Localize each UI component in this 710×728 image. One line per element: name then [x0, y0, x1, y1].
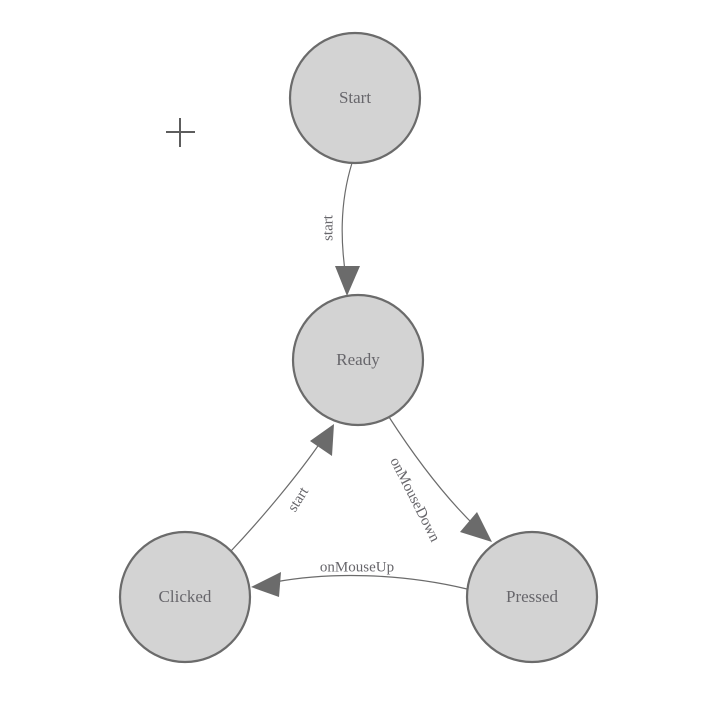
node-clicked[interactable]: Clicked	[118, 530, 252, 664]
node-pressed-label: Pressed	[506, 587, 558, 606]
edge-start-to-ready[interactable]: start	[320, 162, 360, 296]
node-start-circle[interactable]	[288, 31, 422, 165]
edge-label-start-to-ready: start	[320, 214, 336, 241]
edge-path-clicked-to-ready	[230, 442, 321, 552]
edge-label-ready-to-pressed: onMouseDown	[386, 455, 442, 545]
node-clicked-circle[interactable]	[118, 530, 252, 664]
node-clicked-label: Clicked	[159, 587, 212, 606]
arrowhead-ready-to-pressed	[460, 512, 492, 542]
node-ready[interactable]: Ready	[291, 293, 425, 427]
edge-path-ready-to-pressed	[388, 416, 478, 529]
node-start[interactable]: Start	[288, 31, 422, 165]
node-start-label: Start	[339, 88, 371, 107]
node-ready-label: Ready	[336, 350, 380, 369]
arrowhead-pressed-to-clicked	[251, 572, 281, 597]
arrowhead-start-to-ready	[335, 266, 360, 296]
edge-pressed-to-clicked[interactable]: onMouseUp	[251, 559, 468, 597]
edge-path-pressed-to-clicked	[274, 574, 468, 590]
edge-path-start-to-ready	[341, 162, 353, 279]
node-pressed[interactable]: Pressed	[465, 530, 599, 664]
edge-label-clicked-to-ready: start	[285, 484, 313, 515]
arrowhead-clicked-to-ready	[310, 424, 334, 456]
node-ready-circle[interactable]	[291, 293, 425, 427]
edge-label-pressed-to-clicked: onMouseUp	[320, 559, 394, 575]
node-pressed-circle[interactable]	[465, 530, 599, 664]
crosshair-cursor-icon	[166, 118, 195, 147]
edge-ready-to-pressed[interactable]: onMouseDown	[386, 416, 492, 545]
edge-clicked-to-ready[interactable]: start	[230, 424, 334, 552]
